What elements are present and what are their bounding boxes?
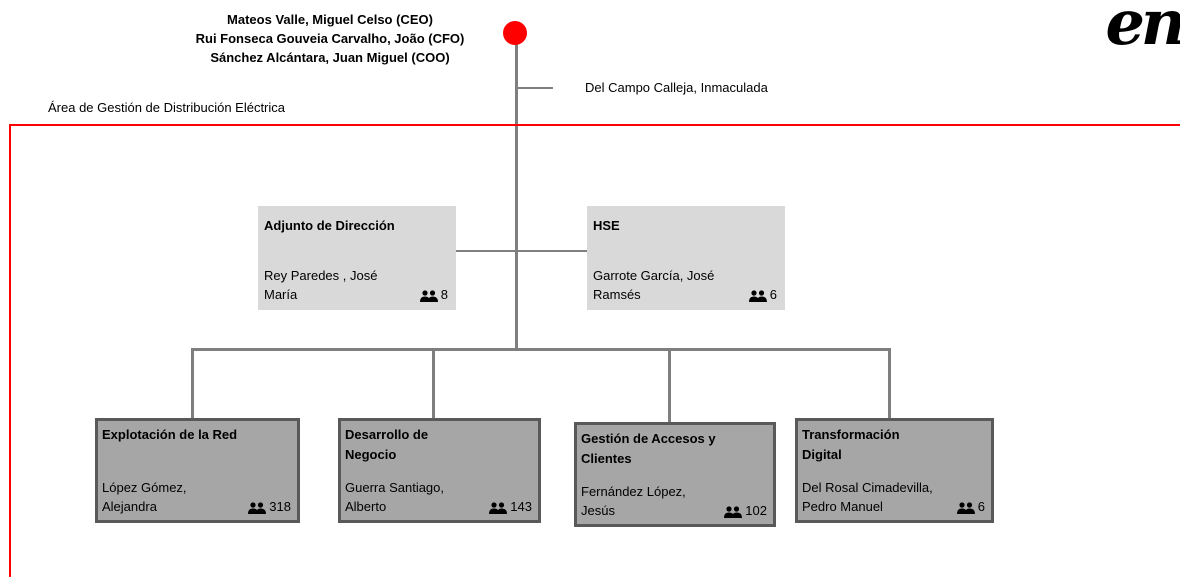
headcount-value: 318	[269, 499, 291, 514]
unit-title: Gestión de Accesos y Clientes	[581, 431, 716, 466]
staff-box-adjunto[interactable]: Adjunto de Dirección Rey Paredes , José …	[258, 206, 456, 310]
unit-manager-name: López Gómez, Alejandra	[102, 480, 187, 514]
unit-title: Desarrollo de Negocio	[345, 427, 429, 462]
people-icon	[419, 289, 438, 302]
headcount-value: 6	[769, 287, 777, 302]
assistant-name: Del Campo Calleja, Inmaculada	[585, 80, 768, 95]
executive-coo: Sánchez Alcántara, Juan Miguel (COO)	[210, 50, 450, 65]
unit-manager-name: Fernández López, Jesús	[581, 484, 686, 518]
people-icon	[489, 501, 508, 514]
headcount: 143	[489, 497, 532, 516]
unit-box-desarrollo[interactable]: Desarrollo de Negocio Guerra Santiago, A…	[338, 418, 541, 523]
staff-connector-line	[456, 250, 588, 252]
headcount: 102	[724, 501, 767, 520]
headcount-value: 6	[977, 499, 985, 514]
area-label: Área de Gestión de Distribución Eléctric…	[48, 100, 286, 115]
headcount: 6	[956, 497, 985, 516]
people-icon	[724, 505, 743, 518]
company-logo: en	[1105, 0, 1180, 59]
headcount: 318	[248, 497, 291, 516]
headcount: 8	[419, 285, 448, 304]
area-border-left	[9, 124, 11, 577]
executive-ceo: Mateos Valle, Miguel Celso (CEO)	[227, 12, 433, 27]
unit-drop-line-1	[191, 348, 194, 420]
unit-drop-line-4	[888, 348, 891, 420]
staff-box-hse[interactable]: HSE Garrote García, José Ramsés 6	[587, 206, 785, 310]
assistant-connector	[517, 87, 553, 89]
staff-manager-name: Rey Paredes , José María	[264, 268, 378, 302]
unit-drop-line-2	[432, 348, 435, 420]
area-border-top	[9, 124, 1180, 126]
staff-title: HSE	[593, 218, 620, 233]
people-icon	[956, 501, 975, 514]
unit-box-explotacion[interactable]: Explotación de la Red López Gómez, Aleja…	[95, 418, 300, 523]
people-icon	[248, 501, 267, 514]
unit-box-transformacion[interactable]: Transformación Digital Del Rosal Cimadev…	[795, 418, 994, 523]
unit-manager-name: Del Rosal Cimadevilla, Pedro Manuel	[802, 480, 933, 514]
unit-title: Explotación de la Red	[102, 427, 238, 442]
staff-title: Adjunto de Dirección	[264, 218, 395, 233]
unit-box-gestion[interactable]: Gestión de Accesos y Clientes Fernández …	[574, 422, 776, 527]
units-horizontal-line	[192, 348, 890, 351]
headcount-value: 102	[745, 503, 767, 518]
root-node-dot	[503, 21, 527, 45]
main-trunk-line	[515, 33, 518, 350]
executive-list: Mateos Valle, Miguel Celso (CEO) Rui Fon…	[140, 10, 520, 67]
staff-manager-name: Garrote García, José Ramsés	[593, 268, 715, 302]
unit-drop-line-3	[668, 348, 671, 423]
headcount: 6	[748, 285, 777, 304]
unit-title: Transformación Digital	[802, 427, 900, 462]
headcount-value: 8	[440, 287, 448, 302]
people-icon	[748, 289, 767, 302]
headcount-value: 143	[510, 499, 532, 514]
executive-cfo: Rui Fonseca Gouveia Carvalho, João (CFO)	[195, 31, 465, 46]
unit-manager-name: Guerra Santiago, Alberto	[345, 480, 445, 514]
